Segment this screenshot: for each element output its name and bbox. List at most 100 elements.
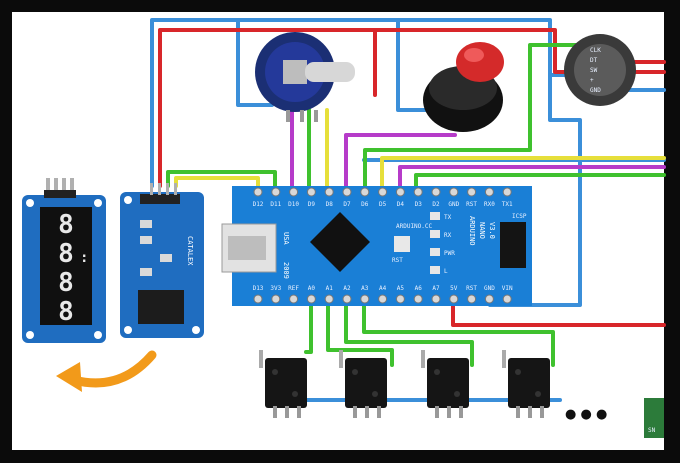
top-pin-label: D10 <box>288 201 299 208</box>
pot-leg <box>300 110 304 122</box>
reset-button[interactable] <box>394 236 410 252</box>
wire-green-d3 <box>414 173 666 192</box>
top-pin-label: D5 <box>379 201 387 208</box>
wire-blue-right <box>488 73 582 307</box>
driver-chip <box>138 290 184 324</box>
top-pin <box>449 187 459 197</box>
smd-component <box>140 268 152 276</box>
smd-component <box>140 236 152 244</box>
wire-purple-d7 <box>344 133 457 192</box>
button-cap <box>456 42 504 82</box>
smd-component <box>140 220 152 228</box>
curved-arrow-icon <box>69 350 157 388</box>
bottom-pin-label: A5 <box>397 285 405 292</box>
led-tx <box>430 212 440 220</box>
driver-header-pin <box>174 183 177 195</box>
top-pin-label: D4 <box>397 201 405 208</box>
led-label: TX <box>444 214 452 221</box>
driver-brand-label: CATALEX <box>186 236 194 266</box>
top-pin <box>253 187 263 197</box>
top-pin-label: D3 <box>415 201 423 208</box>
reset-button-label: RST <box>392 257 403 264</box>
bottom-pin <box>484 294 494 304</box>
top-pin-label: D2 <box>432 201 440 208</box>
top-pin-label: D12 <box>253 201 264 208</box>
top-pin <box>271 187 281 197</box>
icsp-header <box>500 222 526 268</box>
wires <box>150 18 666 402</box>
wire-green-a2 <box>344 290 474 367</box>
pot-housing <box>283 60 307 84</box>
pot-shaft <box>305 62 355 82</box>
top-pin-label: D7 <box>343 201 351 208</box>
bottom-pin-label: A0 <box>308 285 316 292</box>
mount-hole <box>94 331 102 339</box>
wire-green-a3 <box>362 290 555 367</box>
wire-blue-gnd-main <box>150 18 552 188</box>
encoder-pin-label: SW <box>590 67 598 74</box>
bottom-pin-label: D13 <box>253 285 264 292</box>
smd-component <box>160 254 172 262</box>
mount-hole <box>124 326 132 334</box>
bottom-pin-label: A2 <box>343 285 351 292</box>
nano-pcb <box>232 186 532 306</box>
mcu-chip <box>310 212 370 272</box>
partial-component-label: SN <box>648 427 656 434</box>
bottom-pin <box>271 294 281 304</box>
micro-switch <box>502 350 550 418</box>
arduino-nano-board: USA 2009 RST ARDUINO.CC TX RX PWR L ARDU… <box>221 186 532 306</box>
led-l <box>430 266 440 274</box>
top-pin <box>306 187 316 197</box>
bottom-pin <box>467 294 477 304</box>
micro-switch <box>339 350 387 418</box>
bottom-pin <box>253 294 263 304</box>
led-label: PWR <box>444 250 455 257</box>
display-digit: 8 <box>58 268 74 298</box>
top-pin <box>467 187 477 197</box>
button-cap-highlight <box>464 48 484 62</box>
display-digit: 8 <box>58 239 74 269</box>
bottom-pin-label: REF <box>288 285 299 292</box>
bottom-pin <box>306 294 316 304</box>
usa-label: USA <box>282 232 290 245</box>
bottom-pin <box>324 294 334 304</box>
driver-header-pin <box>158 183 161 195</box>
pot-leg <box>314 110 318 122</box>
led-label: L <box>444 268 448 275</box>
display-header-pin <box>62 178 66 196</box>
model-line: ARDUINO <box>468 216 476 246</box>
display-driver-module: CATALEX <box>120 183 204 338</box>
bottom-pin <box>413 294 423 304</box>
rotary-encoder: CLK DT SW + GND <box>564 34 636 106</box>
push-button <box>423 42 504 132</box>
display-header-pin <box>70 178 74 196</box>
top-pin <box>484 187 494 197</box>
mount-hole <box>94 199 102 207</box>
partial-component <box>644 398 664 438</box>
bottom-pin-label: A1 <box>326 285 334 292</box>
wire-red-vcc-main <box>158 28 377 188</box>
wire-green-a0 <box>304 290 313 354</box>
top-pin-label: D8 <box>326 201 334 208</box>
driver-header-pin <box>166 183 169 195</box>
model-line: V3.0 <box>488 222 496 239</box>
bottom-pin-label: 5V <box>450 285 458 292</box>
bottom-pin <box>289 294 299 304</box>
led-rx <box>430 230 440 238</box>
top-pin <box>342 187 352 197</box>
top-pin <box>324 187 334 197</box>
potentiometer <box>255 32 355 122</box>
top-pin-label: D9 <box>308 201 316 208</box>
top-pin-label: D11 <box>270 201 281 208</box>
bottom-pin <box>431 294 441 304</box>
pot-leg <box>286 110 290 122</box>
top-pin-label: RST <box>466 201 477 208</box>
display-header <box>44 190 76 198</box>
year-label: 2009 <box>282 262 290 279</box>
continuation-dots: ● ● ● <box>565 407 607 422</box>
top-pin <box>360 187 370 197</box>
brand-label: ARDUINO.CC <box>396 223 433 230</box>
top-pin <box>289 187 299 197</box>
display-header-pin <box>54 178 58 196</box>
